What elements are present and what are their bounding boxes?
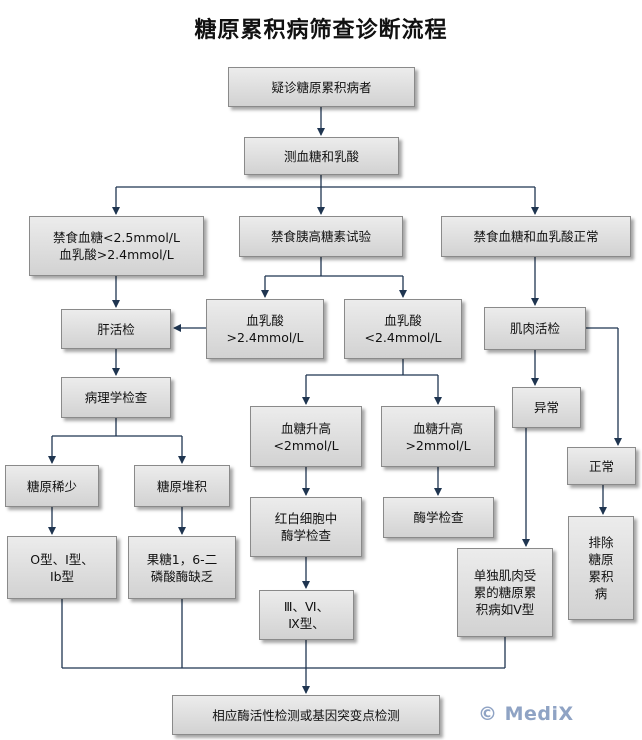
node-glucose-rise-high: 血糖升高 >2mmol/L [381, 406, 495, 467]
node-glucose-rise-high-line1: 血糖升高 [412, 420, 463, 436]
node-muscle-only-line3: 积病如Ⅴ型 [475, 602, 535, 617]
node-lactate-low: 血乳酸 <2.4mmol/L [344, 299, 462, 359]
node-glycogen-sparse-label: 糖原稀少 [26, 478, 77, 494]
node-fast-low: 禁食血糖<2.5mmol/L 血乳酸>2.4mmol/L [29, 216, 204, 276]
node-rbc-wbc-enzyme: 红白细胞中 酶学检查 [250, 497, 362, 557]
node-lactate-high-line1: 血乳酸 [246, 313, 284, 328]
node-muscle-only: 单独肌肉受 累的糖原累 积病如Ⅴ型 [457, 548, 553, 637]
node-pathology: 病理学检查 [61, 377, 171, 418]
watermark: © MediX [478, 703, 574, 725]
node-normal-label: 正常 [588, 458, 614, 474]
page-title: 糖原累积病筛查诊断流程 [194, 17, 448, 43]
node-lactate-low-line2: <2.4mmol/L [364, 330, 442, 345]
node-exclude-line1: 排除 [588, 535, 614, 550]
node-muscle-only-line2: 累的糖原累 [473, 585, 537, 600]
node-enzyme-test-label: 酶学检查 [413, 510, 464, 525]
node-glycogen-accum: 糖原堆积 [134, 465, 230, 507]
node-measure: 测血糖和乳酸 [244, 137, 399, 175]
node-lactate-high-line2: >2.4mmol/L [226, 330, 304, 345]
node-muscle-only-line1: 单独肌肉受 [473, 568, 537, 583]
node-types-0-1: O型、Ⅰ型、 Ⅰb型 [7, 536, 117, 599]
node-exclude-line3: 累积 [588, 569, 614, 584]
node-lactate-low-line1: 血乳酸 [384, 313, 422, 328]
node-types-3-6-9: Ⅲ、Ⅵ、 Ⅸ型、 [259, 590, 354, 640]
node-fast-normal-label: 禁食血糖和血乳酸正常 [473, 229, 599, 244]
node-final: 相应酶活性检测或基因突变点检测 [172, 695, 440, 735]
node-exclude-line2: 糖原 [588, 552, 614, 567]
node-exclude: 排除 糖原 累积 病 [568, 516, 634, 620]
node-types-0-1-line1: O型、Ⅰ型、 [30, 551, 94, 567]
node-fructose-def: 果糖1，6-二 磷酸酶缺乏 [128, 536, 236, 599]
node-exclude-line4: 病 [594, 586, 608, 601]
node-measure-label: 测血糖和乳酸 [283, 148, 359, 164]
node-types-3-6-9-line1: Ⅲ、Ⅵ、 [283, 599, 330, 614]
node-fast-glucagon: 禁食胰高糖素试验 [239, 216, 403, 257]
node-liver-biopsy: 肝活检 [61, 309, 171, 349]
node-glycogen-sparse: 糖原稀少 [5, 465, 99, 507]
node-types-3-6-9-line2: Ⅸ型、 [288, 616, 325, 631]
node-fructose-def-line1: 果糖1，6-二 [146, 551, 218, 567]
node-types-0-1-line2: Ⅰb型 [49, 568, 75, 584]
node-fast-low-line1: 禁食血糖<2.5mmol/L [52, 230, 180, 245]
node-fast-low-line2: 血乳酸>2.4mmol/L [59, 247, 174, 262]
node-pathology-label: 病理学检查 [84, 390, 148, 405]
node-glucose-rise-low: 血糖升高 <2mmol/L [250, 406, 362, 467]
node-fast-normal: 禁食血糖和血乳酸正常 [441, 216, 631, 257]
node-glucose-rise-high-line2: >2mmol/L [405, 437, 471, 453]
node-glucose-rise-low-line2: <2mmol/L [273, 437, 339, 453]
node-abnormal: 异常 [512, 387, 581, 428]
node-muscle-biopsy-label: 肌肉活检 [509, 321, 560, 336]
node-liver-biopsy-label: 肝活检 [97, 321, 135, 337]
node-normal: 正常 [567, 447, 636, 485]
node-muscle-biopsy: 肌肉活检 [484, 307, 586, 350]
node-rbc-wbc-enzyme-line1: 红白细胞中 [274, 511, 338, 526]
node-lactate-high: 血乳酸 >2.4mmol/L [206, 299, 324, 359]
node-suspect-label: 疑诊糖原累积病者 [271, 79, 372, 95]
node-glucose-rise-low-line1: 血糖升高 [280, 420, 331, 436]
node-enzyme-test: 酶学检查 [383, 497, 494, 538]
node-glycogen-accum-label: 糖原堆积 [156, 478, 207, 494]
node-fast-glucagon-label: 禁食胰高糖素试验 [270, 229, 371, 244]
node-abnormal-label: 异常 [533, 400, 559, 415]
node-rbc-wbc-enzyme-line2: 酶学检查 [280, 528, 331, 543]
node-final-label: 相应酶活性检测或基因突变点检测 [212, 707, 400, 723]
node-fructose-def-line2: 磷酸酶缺乏 [150, 568, 214, 584]
node-suspect: 疑诊糖原累积病者 [228, 67, 415, 107]
